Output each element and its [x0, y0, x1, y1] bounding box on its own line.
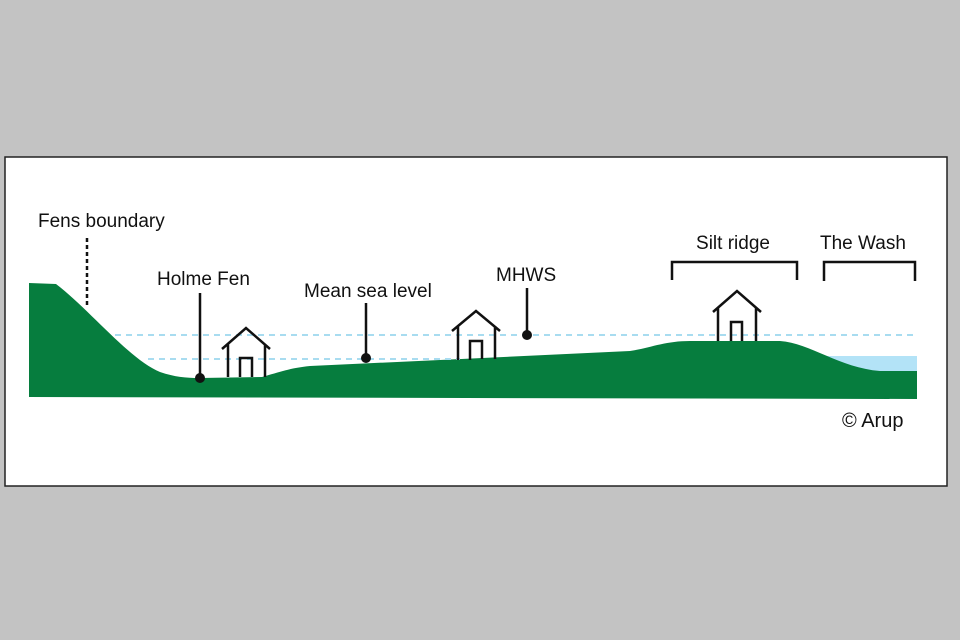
- label-silt-ridge: Silt ridge: [696, 233, 770, 254]
- label-mhws: MHWS: [496, 265, 556, 286]
- mhws-dot: [522, 330, 532, 340]
- house-icon: [451, 309, 501, 360]
- copyright-label: © Arup: [842, 410, 903, 432]
- mean-sea-level-dot: [361, 353, 371, 363]
- diagram-panel: [4, 156, 948, 487]
- silt-ridge-bracket: [670, 260, 799, 280]
- ground-profile: [29, 283, 917, 399]
- label-fens-boundary: Fens boundary: [38, 211, 165, 232]
- the-wash-bracket: [822, 260, 917, 281]
- house-icon: [221, 326, 271, 377]
- label-the-wash: The Wash: [820, 233, 906, 254]
- holme-fen-dot: [195, 373, 205, 383]
- house-icon: [712, 289, 762, 341]
- label-holme-fen: Holme Fen: [157, 269, 250, 290]
- label-mean-sea-level: Mean sea level: [304, 281, 432, 302]
